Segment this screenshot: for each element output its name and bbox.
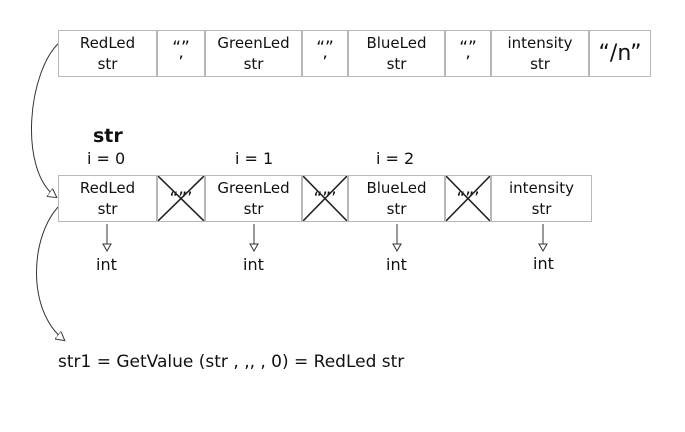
split-removed-separator-2: “”’ <box>302 175 348 222</box>
cross-out-icon <box>303 176 347 221</box>
int-output-2: int <box>386 255 407 274</box>
index-label-2: i = 2 <box>376 149 415 168</box>
down-arrow-head-0 <box>102 243 112 253</box>
cell-type: str <box>531 199 552 218</box>
cell-type: str <box>97 54 118 73</box>
getvalue-formula: str1 = GetValue (str , ‚‚ , 0) = RedLed … <box>58 352 405 372</box>
cell-name: RedLed <box>79 178 136 197</box>
separator-comma: ’ <box>322 53 328 73</box>
top-cell-intensity: intensity str <box>491 30 589 77</box>
index-label-1: i = 1 <box>235 149 274 168</box>
split-cell-intensity: intensity str <box>491 175 592 222</box>
split-cell-redled: RedLed str <box>58 175 157 222</box>
down-arrows <box>102 224 548 253</box>
split-cell-blueled: BlueLed str <box>348 175 445 222</box>
top-cell-separator-1: “” ’ <box>157 30 205 77</box>
separator-comma: ’ <box>465 53 471 73</box>
split-removed-separator-1: “”’ <box>157 175 205 222</box>
separator-quotes: “” <box>172 38 190 58</box>
down-arrow-head-1 <box>249 243 259 253</box>
cell-type: str <box>97 199 118 218</box>
cell-name: intensity <box>508 178 575 197</box>
int-output-0: int <box>96 255 117 274</box>
cell-name: intensity <box>507 33 573 52</box>
cell-name: RedLed <box>79 33 136 52</box>
split-array-title: str <box>93 125 123 147</box>
cross-out-icon <box>158 176 204 221</box>
cell-type: str <box>386 54 407 73</box>
separator-quotes: “” <box>459 38 477 58</box>
top-cell-separator-2: “” ’ <box>302 30 348 77</box>
cell-type: str <box>386 199 407 218</box>
top-cell-redled: RedLed str <box>58 30 157 77</box>
separator-quotes: “” <box>316 38 334 58</box>
index-label-0: i = 0 <box>87 149 126 168</box>
cell-name: GreenLed <box>217 178 290 197</box>
top-cell-separator-3: “” ’ <box>445 30 491 77</box>
split-cell-greenled: GreenLed str <box>205 175 302 222</box>
newline-terminator: “/n” <box>598 41 642 66</box>
cell-type: str <box>243 199 264 218</box>
top-cell-blueled: BlueLed str <box>348 30 445 77</box>
top-cell-greenled: GreenLed str <box>205 30 302 77</box>
down-arrow-head-3 <box>538 243 548 253</box>
int-output-3: int <box>533 254 554 273</box>
split-to-formula-curve <box>36 204 65 340</box>
down-arrow-head-2 <box>392 243 402 253</box>
top-to-split-curve <box>31 41 61 197</box>
cell-name: BlueLed <box>366 33 427 52</box>
cell-type: str <box>530 54 550 73</box>
cell-name: GreenLed <box>217 33 290 52</box>
cell-name: BlueLed <box>366 178 427 197</box>
int-output-1: int <box>243 255 264 274</box>
cross-out-icon <box>446 176 490 221</box>
split-removed-separator-3: “”’ <box>445 175 491 222</box>
top-cell-newline: “/n” <box>589 30 651 77</box>
cell-type: str <box>243 54 264 73</box>
separator-comma: ’ <box>178 53 184 73</box>
